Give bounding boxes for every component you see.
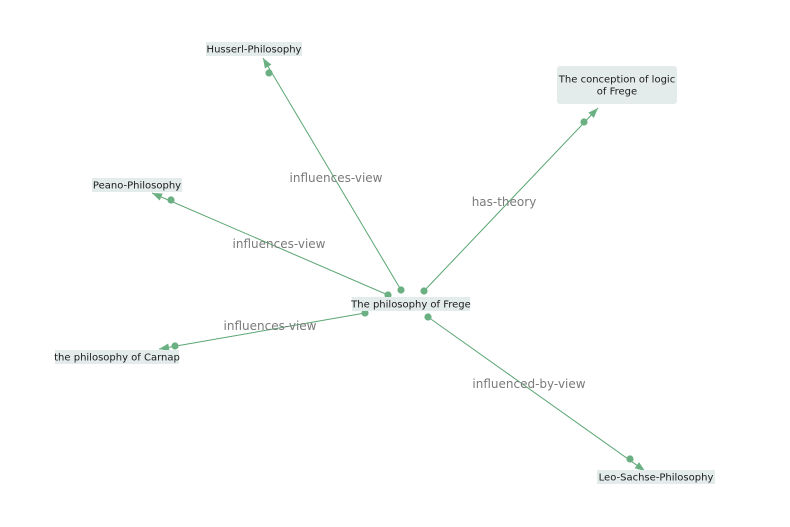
edge-line (427, 316, 646, 472)
edge-label: influences-view (290, 171, 383, 185)
edge-line (158, 312, 366, 350)
node-label: the philosophy of Carnap (54, 353, 180, 364)
edge-handle[interactable] (167, 196, 175, 204)
node-sachse[interactable]: Leo-Sachse-Philosophy (597, 470, 715, 484)
node-carnap[interactable]: the philosophy of Carnap (54, 350, 180, 364)
edge-handle[interactable] (361, 309, 369, 317)
edge-handle[interactable] (580, 118, 588, 126)
edge-handle[interactable] (384, 291, 392, 299)
edge-frege-conception[interactable]: has-theory (420, 107, 599, 295)
edge-frege-carnap[interactable]: influences-view (158, 309, 369, 352)
edge-handle[interactable] (265, 69, 273, 77)
node-label: Leo-Sachse-Philosophy (599, 473, 714, 484)
arrowhead-icon (263, 58, 272, 69)
node-frege[interactable]: The philosophy of Frege (350, 297, 471, 311)
edge-frege-husserl[interactable]: influences-view (262, 57, 405, 294)
arrowhead-icon (588, 108, 598, 118)
edges-layer: influences-view has-theory influences-view… (151, 57, 646, 472)
edge-frege-sachse[interactable]: influenced-by-view (424, 313, 646, 472)
edge-line (151, 192, 389, 296)
node-label: Peano-Philosophy (93, 181, 181, 192)
arrowhead-icon (159, 343, 170, 352)
nodes-layer: The philosophy of Frege Husserl-Philosoph… (54, 42, 715, 484)
node-label: Husserl-Philosophy (207, 45, 302, 56)
node-box[interactable] (352, 297, 470, 311)
arrowhead-icon (634, 462, 645, 471)
edge-handle[interactable] (424, 313, 432, 321)
edge-handle[interactable] (171, 342, 179, 350)
edge-handle[interactable] (397, 286, 405, 294)
node-peano[interactable]: Peano-Philosophy (92, 178, 182, 192)
edge-handle[interactable] (420, 287, 428, 295)
edge-frege-peano[interactable]: influences-view (151, 192, 392, 299)
node-box[interactable] (206, 42, 302, 56)
edge-label: influences-view (233, 237, 326, 251)
edge-label: influenced-by-view (472, 377, 585, 391)
node-label: The philosophy of Frege (350, 300, 471, 311)
edge-label: has-theory (472, 195, 537, 209)
edge-handle[interactable] (626, 455, 634, 463)
node-label: The conception of logic (558, 75, 675, 86)
node-husserl[interactable]: Husserl-Philosophy (206, 42, 302, 56)
edge-label: influences-view (224, 319, 317, 333)
node-box[interactable] (597, 470, 715, 484)
node-box[interactable] (557, 66, 677, 104)
node-box[interactable] (92, 178, 182, 192)
edge-line (262, 57, 402, 291)
edge-line (423, 107, 599, 292)
node-label: of Frege (597, 87, 637, 98)
arrowhead-icon (152, 193, 163, 201)
node-box[interactable] (55, 350, 179, 364)
